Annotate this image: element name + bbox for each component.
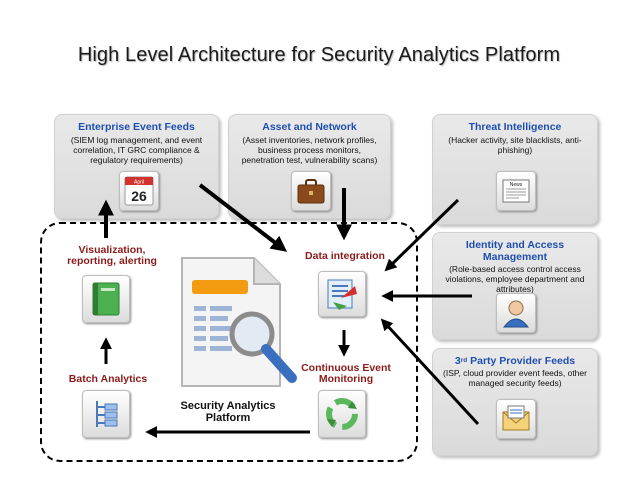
arrow-threat-to-integration (384, 198, 460, 272)
batch-analytics-label: Batch Analytics (68, 373, 148, 385)
source-asset-network: Asset and Network (Asset inventories, ne… (228, 114, 391, 219)
user-icon (496, 293, 536, 333)
source-identity-desc: (Role-based access control access violat… (445, 264, 585, 294)
source-threat-intelligence: Threat Intelligence (Hacker activity, si… (432, 114, 598, 225)
continuous-monitoring-label: Continuous Event Monitoring (301, 362, 391, 385)
calendar-month: April (134, 180, 144, 186)
source-third-party-desc: (ISP, cloud provider event feeds, other … (443, 368, 587, 388)
source-enterprise-event-feeds: Enterprise Event Feeds (SIEM log managem… (54, 114, 219, 219)
arrow-enterprise-to-integration (198, 183, 288, 252)
source-enterprise-title: Enterprise Event Feeds (78, 121, 195, 133)
data-integration-label: Data integration (305, 250, 385, 262)
refresh-cycle-icon (318, 390, 366, 438)
calendar-day: 26 (131, 188, 147, 204)
source-asset-title: Asset and Network (262, 121, 357, 133)
visualization-label: Visualization, reporting, alerting (67, 244, 157, 267)
security-document-icon (176, 252, 302, 394)
calendar-icon: April 26 (119, 171, 159, 211)
arrow-thirdparty-to-integration (380, 318, 480, 426)
batch-tree-icon (82, 390, 130, 438)
newspaper-icon: News (496, 171, 536, 211)
mail-icon (496, 399, 536, 439)
source-identity-access: Identity and Access Management (Role-bas… (432, 232, 598, 340)
title-ordinal: rd (460, 357, 468, 364)
source-asset-desc: (Asset inventories, network profiles, bu… (241, 135, 378, 165)
report-book-icon (82, 275, 130, 323)
source-third-party-feeds: 3rd Party Provider Feeds (ISP, cloud pro… (432, 348, 598, 456)
title-number: 3 (454, 355, 461, 367)
source-third-party-title: 3rd Party Provider Feeds (433, 355, 597, 367)
source-threat-title: Threat Intelligence (468, 121, 562, 133)
platform-label: Security Analytics Platform (180, 400, 276, 424)
newspaper-label: News (510, 182, 523, 188)
platform-boundary (40, 222, 418, 462)
diagram-title: High Level Architecture for Security Ana… (77, 44, 561, 66)
source-threat-desc: (Hacker activity, site blacklists, anti-… (448, 135, 582, 155)
source-enterprise-desc: (SIEM log management, and event correlat… (70, 135, 203, 165)
briefcase-icon (291, 171, 331, 211)
title-rest: Party Provider Feeds (467, 355, 576, 367)
source-identity-title: Identity and Access Management (465, 239, 565, 263)
data-integration-icon (318, 271, 366, 317)
